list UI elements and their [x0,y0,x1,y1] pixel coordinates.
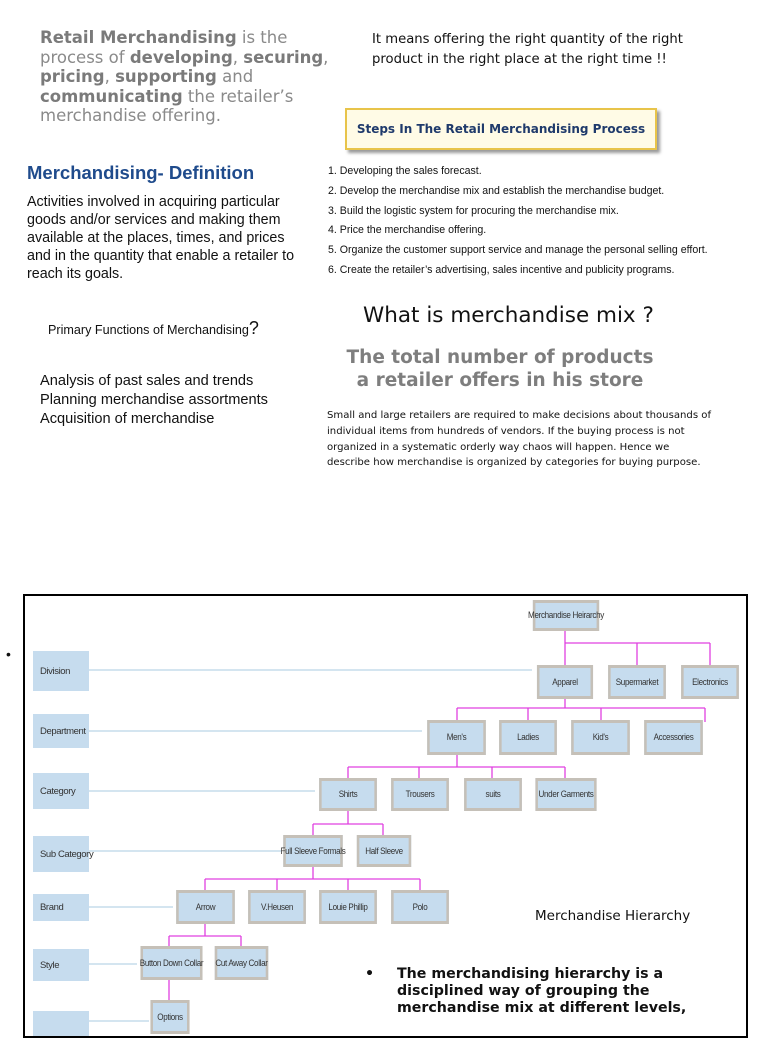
level-sub-category: Sub Category [33,836,94,872]
meaning-text: It means offering the right quantity of … [372,32,683,67]
function-item: Acquisition of merchandise [40,411,215,427]
node-brand: Louie Phillip [319,890,377,924]
intro-text: , [104,67,116,86]
function-item: Planning merchandise assortments [40,392,268,408]
level-brand: Brand [33,894,89,921]
intro-text: , [323,47,329,67]
node-sub-category: Half Sleeve [356,835,412,867]
node-root: Merchandise Heirarchy [528,600,604,631]
node-style: Cut Away Collar [214,946,269,980]
intro-emphasis: Retail Merchandising [40,28,237,47]
merchandise-mix-question: What is merchandise mix ? [363,303,654,328]
intro-emphasis: developing [129,47,233,67]
node-category: Shirts [319,778,377,811]
function-item: Analysis of past sales and trends [40,373,254,389]
merchandise-mix-description: Small and large retailers are required t… [327,410,712,469]
intro-text: and [216,67,254,86]
intro-text: the retailer’s merchandise offering. [40,86,294,126]
node-division: Apparel [536,665,594,699]
node-category: Trousers [391,778,449,811]
step-item: 3. Build the logistic system for procuri… [328,204,619,217]
step-item: 5. Organize the customer support service… [328,244,708,257]
intro-text: , [232,47,244,67]
merchandise-mix-answer: The total number of products a retailer … [330,346,670,392]
hierarchy-bullet-point: • The merchandising hierarchy is a disci… [365,966,715,1017]
hierarchy-caption: Merchandise Hierarchy [535,908,691,924]
level-style: Style [33,949,89,981]
intro-emphasis: supporting [115,67,217,86]
node-sub-category: Full Sleeve Formals [281,835,346,867]
node-division: Electronics [681,665,739,699]
level-options [33,1011,89,1036]
bullet-dot: • [6,646,11,662]
hierarchy-connectors [88,629,711,1022]
intro-text: is the process of [40,28,288,67]
level-category: Category [33,773,89,809]
primary-functions-label: Primary Functions of Merchandising [48,323,249,337]
primary-functions-heading: Primary Functions of Merchandising? [48,318,259,339]
steps-list: 1. Developing the sales forecast. 2. Dev… [328,162,768,281]
node-brand: Polo [391,890,449,924]
hierarchy-bullet-text: The merchandising hierarchy is a discipl… [397,966,687,1016]
node-department: Accessories [644,720,703,755]
answer-line: The total number of products [346,347,654,368]
question-mark: ? [248,318,259,338]
merchandise-hierarchy-diagram: Division Department Category Sub Categor… [23,594,748,1038]
bullet-dot: • [365,966,375,982]
node-department: Kid's [571,720,630,755]
definition-heading: Merchandising- Definition [27,162,255,183]
node-department: Ladies [499,720,557,755]
node-category: Under Garments [535,778,597,811]
node-division: Supermarket [608,665,666,699]
step-item: 4. Price the merchandise offering. [328,224,487,237]
node-category: suits [464,778,522,811]
level-department: Department [33,714,89,748]
definition-text: Activities involved in acquiring particu… [27,194,295,282]
step-item: 6. Create the retailer’s advertising, sa… [328,263,675,276]
node-style: Button Down Collar [140,946,204,980]
step-item: 1. Developing the sales forecast. [328,165,482,177]
intro-emphasis: securing [243,47,324,67]
intro-emphasis: communicating [40,86,183,106]
level-division: Division [33,651,89,691]
intro-emphasis: pricing [40,67,105,86]
node-brand: V.Heusen [248,890,306,924]
step-item: 2. Develop the merchandise mix and estab… [328,184,665,197]
functions-list: Analysis of past sales and trends Planni… [40,372,268,429]
node-options: Options [150,1000,190,1034]
node-brand: Arrow [176,890,235,924]
steps-title-box: Steps In The Retail Merchandising Proces… [345,108,657,150]
answer-line: a retailer offers in his store [356,370,644,391]
intro-paragraph: Retail Merchandising is the process of d… [40,28,330,126]
node-department: Men's [427,720,486,755]
